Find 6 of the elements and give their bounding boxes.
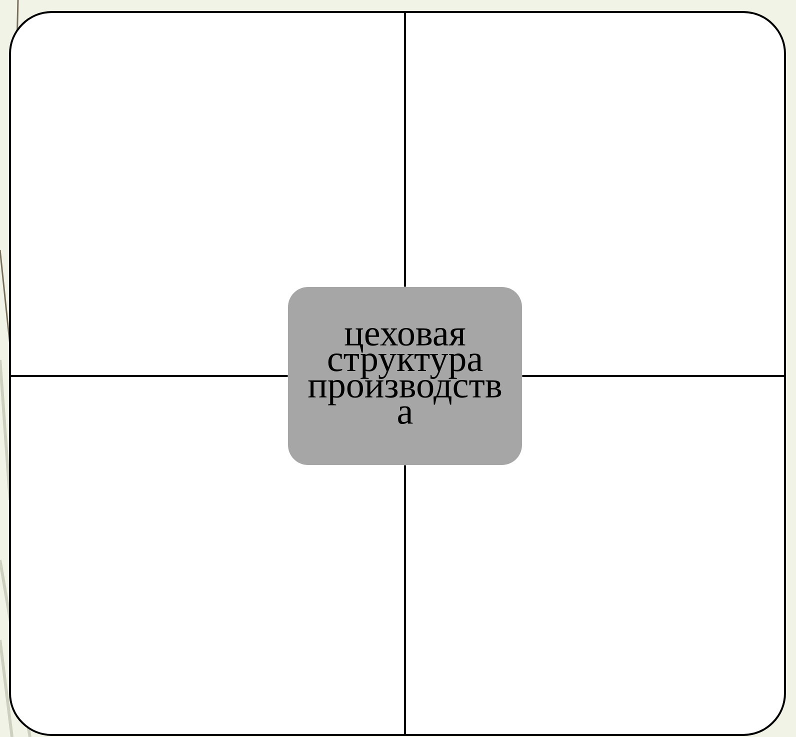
center-box: цеховая структура производств а bbox=[288, 287, 522, 465]
line bbox=[404, 11, 406, 287]
frame-box bbox=[9, 11, 786, 736]
line bbox=[9, 375, 288, 377]
line bbox=[404, 465, 406, 736]
line bbox=[522, 375, 786, 377]
